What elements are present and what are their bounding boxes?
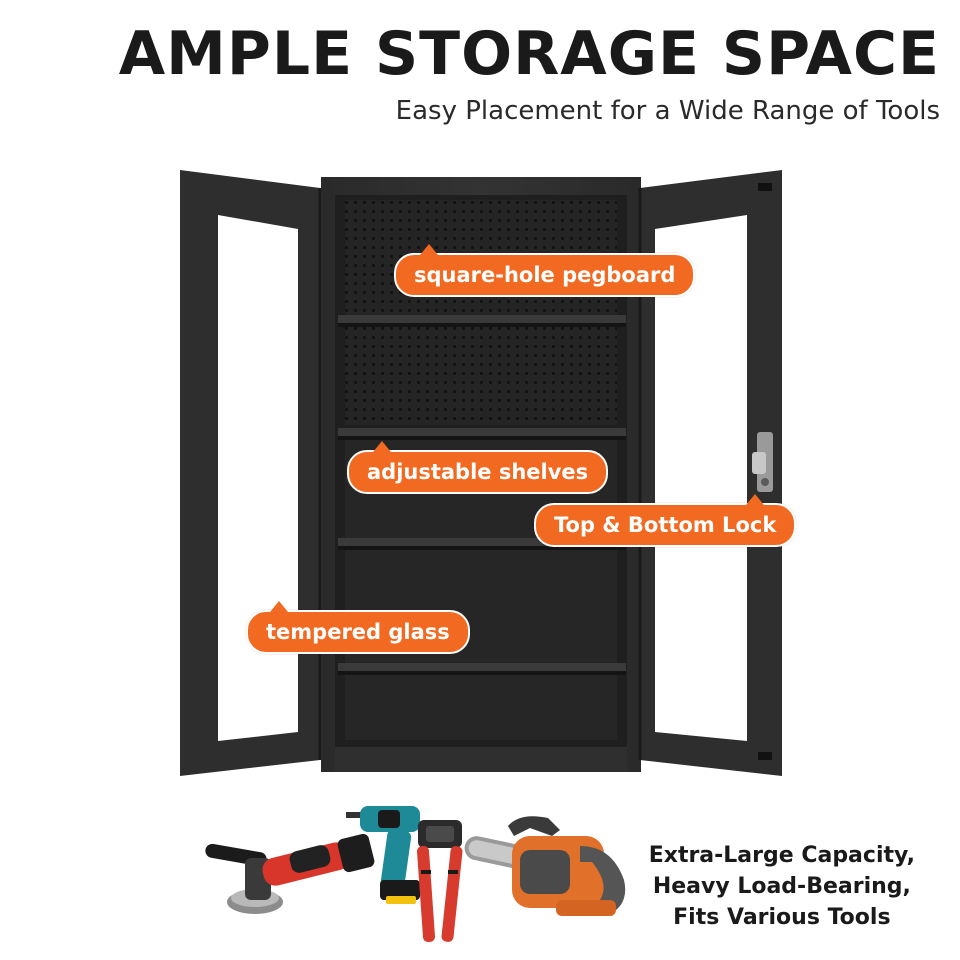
feature-line: Extra-Large Capacity, [648, 843, 915, 868]
headline: AMPLE STORAGE SPACE [118, 19, 940, 89]
pegboard-panel [345, 200, 617, 425]
callout-pointer [270, 601, 288, 612]
wire-stripper-icon [417, 820, 463, 942]
shelf [338, 428, 626, 436]
feature-line: Fits Various Tools [673, 905, 891, 930]
callout-pointer [746, 494, 764, 505]
callout-pegboard: square-hole pegboard [394, 244, 696, 297]
callout-label: Top & Bottom Lock [554, 513, 777, 537]
callout-label: adjustable shelves [367, 460, 589, 484]
shelf [338, 315, 626, 323]
feature-line: Heavy Load-Bearing, [652, 874, 911, 899]
callout-glass: tempered glass [246, 601, 470, 654]
cordless-drill-icon [346, 806, 420, 904]
callout-pointer [420, 244, 438, 255]
lock-handle-icon [752, 432, 773, 492]
shelf [338, 538, 626, 546]
callout-pointer [373, 441, 391, 452]
callout-label: square-hole pegboard [414, 263, 676, 287]
callout-shelves: adjustable shelves [347, 441, 609, 494]
shelf [338, 663, 626, 671]
callout-label: tempered glass [266, 620, 450, 644]
features-list: Extra-Large Capacity, Heavy Load-Bearing… [649, 840, 915, 933]
chainsaw-icon [464, 816, 626, 916]
callout-lock: Top & Bottom Lock [534, 494, 797, 547]
subheadline: Easy Placement for a Wide Range of Tools [395, 96, 940, 126]
tools-illustration [205, 806, 626, 942]
angle-grinder-icon [205, 833, 375, 914]
